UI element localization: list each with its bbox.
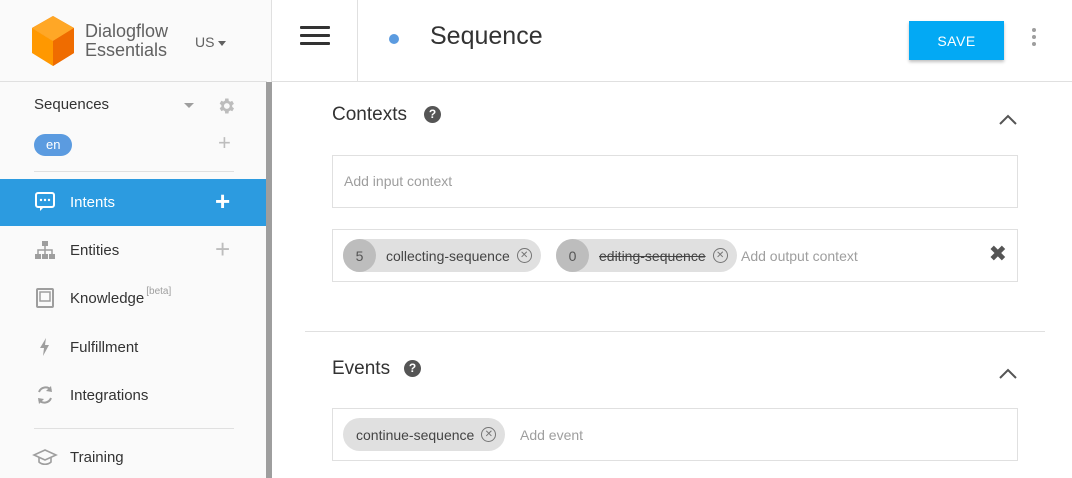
event-chip[interactable]: continue-sequence ✕ [343,418,506,451]
add-language-icon[interactable]: + [218,130,231,155]
help-icon[interactable]: ? [404,360,421,377]
section-divider [305,331,1045,332]
sidebar-item-label: Knowledge[beta] [70,286,171,307]
divider [357,0,358,82]
dialogflow-logo-icon [32,16,74,66]
save-button[interactable]: SAVE [909,21,1004,60]
clear-contexts-icon[interactable]: ✖ [988,241,1007,266]
chevron-up-icon[interactable] [998,368,1018,380]
book-icon [36,288,54,308]
sync-icon [38,386,52,404]
agent-name: Sequences [34,96,110,113]
brand-line1: Dialogflow [85,21,169,41]
sidebar-item-label: Training [70,449,124,466]
divider [34,171,234,172]
sidebar-item-label: Intents [70,194,116,211]
output-context-placeholder: Add output context [741,248,858,264]
output-context-chip[interactable]: 5 collecting-sequence ✕ [343,239,541,272]
chat-bubble-icon [35,192,55,211]
divider [34,428,234,429]
lifespan-badge[interactable]: 0 [556,239,589,272]
contexts-title: Contexts [332,104,407,125]
region-label: US [195,34,215,50]
event-name: continue-sequence [356,426,475,443]
beta-badge: [beta] [146,286,172,297]
page-header: Sequence SAVE [272,0,1072,82]
sidebar-item-integrations[interactable]: Integrations [0,372,267,419]
region-selector[interactable]: US [195,34,227,50]
input-context-placeholder: Add input context [344,173,453,189]
chevron-up-icon[interactable] [998,114,1018,126]
brand-header: Dialogflow Essentials US [0,0,267,82]
remove-chip-icon[interactable]: ✕ [712,248,728,263]
entities-tree-icon [35,241,55,259]
output-context-chip[interactable]: 0 editing-sequence ✕ [556,239,737,272]
sidebar-item-label: Fulfillment [70,339,139,356]
events-field[interactable]: continue-sequence ✕ Add event [332,408,1018,461]
add-entity-icon[interactable]: + [215,234,231,264]
sidebar-item-entities[interactable]: Entities + [0,227,267,274]
sidebar-scrollbar[interactable] [266,82,272,478]
sidebar-item-intents[interactable]: Intents + [0,179,267,226]
sidebar-item-fulfillment[interactable]: Fulfillment [0,324,267,371]
add-intent-icon[interactable]: + [215,186,231,216]
page-title: Sequence [430,22,543,50]
context-name: collecting-sequence [386,247,510,264]
chevron-down-icon[interactable] [184,103,194,108]
help-icon[interactable]: ? [424,106,441,123]
knowledge-label: Knowledge [70,290,145,307]
agent-selector[interactable]: Sequences [34,96,239,116]
more-vert-icon[interactable] [1032,28,1038,48]
remove-chip-icon[interactable]: ✕ [481,427,497,442]
input-context-field[interactable]: Add input context [332,155,1018,208]
sidebar-item-label: Integrations [70,387,149,404]
lifespan-badge[interactable]: 5 [343,239,376,272]
brand-line2: Essentials [85,40,168,60]
context-name: editing-sequence [599,247,706,264]
events-title: Events [332,358,391,379]
sidebar-item-label: Entities [70,242,120,259]
status-dot-icon [389,34,399,44]
sidebar-item-training[interactable]: Training [0,434,267,478]
sidebar: Dialogflow Essentials US Sequences en + … [0,0,272,478]
brand-name: Dialogflow Essentials [85,22,168,60]
chevron-down-icon [218,40,227,46]
event-placeholder: Add event [520,427,584,443]
remove-chip-icon[interactable]: ✕ [516,248,532,263]
language-pill[interactable]: en [34,134,73,156]
bolt-icon [40,338,49,356]
gear-icon[interactable] [216,96,236,116]
language-row: en + [34,130,239,156]
output-context-field[interactable]: 5 collecting-sequence ✕ 0 editing-sequen… [332,229,1018,282]
graduation-cap-icon [32,449,58,466]
menu-icon[interactable] [300,26,330,48]
sidebar-item-knowledge[interactable]: Knowledge[beta] [0,275,267,322]
